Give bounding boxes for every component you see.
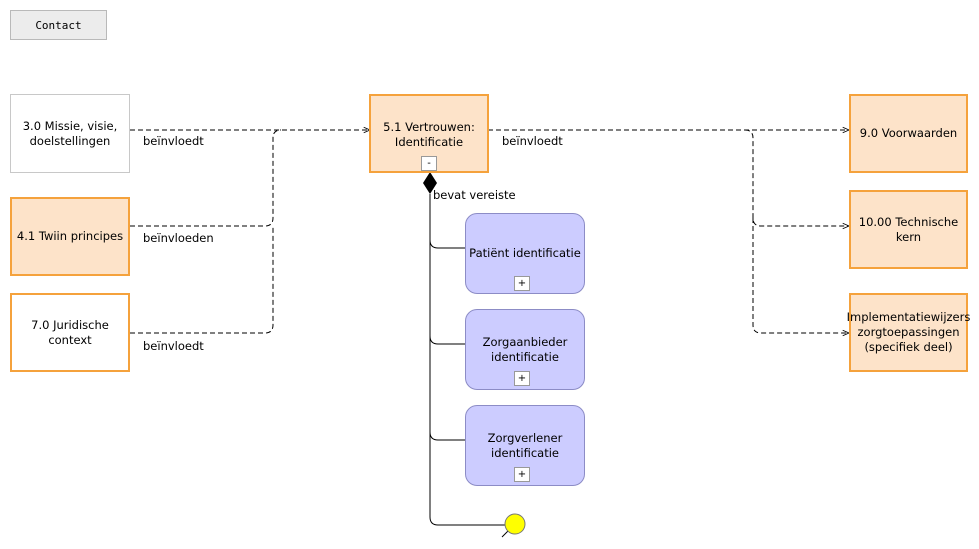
relation-technische-line	[744, 129, 849, 226]
relation-label-contains: bevat vereiste	[433, 188, 516, 202]
task-label: Zorgverlener identificatie	[487, 430, 563, 460]
node-technische-kern[interactable]: 10.00 Technische kern	[849, 190, 968, 269]
composition-line	[429, 194, 505, 526]
node-missie-visie[interactable]: 3.0 Missie, visie, doelstellingen	[10, 94, 130, 173]
relation-implementatie-line	[752, 218, 849, 333]
node-juridische-context[interactable]: 7.0 Juridische context	[10, 293, 130, 372]
contact-button[interactable]: Contact	[10, 10, 107, 40]
event-tail	[501, 530, 509, 538]
task-label: Zorgaanbieder identificatie	[482, 334, 568, 364]
relation-juridisch-line	[130, 226, 274, 334]
composition-branch-2	[429, 335, 466, 345]
task-label: Patiënt identificatie	[469, 246, 581, 260]
node-voorwaarden[interactable]: 9.0 Voorwaarden	[849, 94, 968, 173]
composition-branch-3	[429, 431, 466, 441]
collapse-toggle-button[interactable]: -	[421, 156, 437, 171]
expand-toggle-button[interactable]: +	[514, 276, 530, 291]
relation-label-vertrouwen: beïnvloedt	[502, 134, 563, 148]
expand-toggle-button[interactable]: +	[514, 371, 530, 386]
relation-twiin-line	[130, 129, 282, 227]
relation-label-missie: beïnvloedt	[143, 134, 204, 148]
node-implementatiewijzers[interactable]: Implementatiewijzers zorgtoepassingen (s…	[847, 293, 970, 372]
yellow-event-marker	[504, 513, 526, 535]
node-twiin-principes[interactable]: 4.1 Twiin principes	[10, 197, 130, 276]
composition-diamond	[423, 172, 437, 194]
relation-label-twiin: beïnvloeden	[143, 231, 214, 245]
expand-toggle-button[interactable]: +	[514, 467, 530, 482]
composition-branch-1	[429, 239, 466, 249]
relation-label-juridisch: beïnvloedt	[143, 339, 204, 353]
